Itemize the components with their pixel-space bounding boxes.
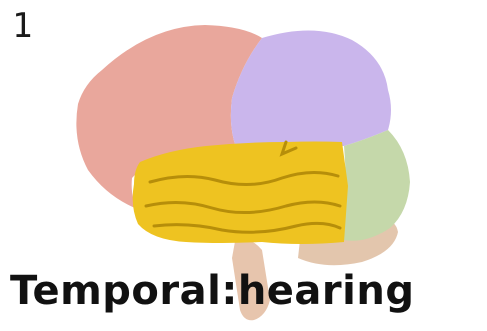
temporal-lobe: [133, 142, 348, 245]
lobe-function: hearing: [238, 268, 415, 314]
parietal-lobe: [231, 30, 391, 152]
slide-number: 1: [12, 6, 32, 46]
caption-separator: :: [221, 268, 238, 314]
occipital-lobe: [344, 130, 410, 241]
lobe-caption: Temporal:hearing: [10, 268, 414, 314]
lobe-name: Temporal: [10, 268, 221, 314]
